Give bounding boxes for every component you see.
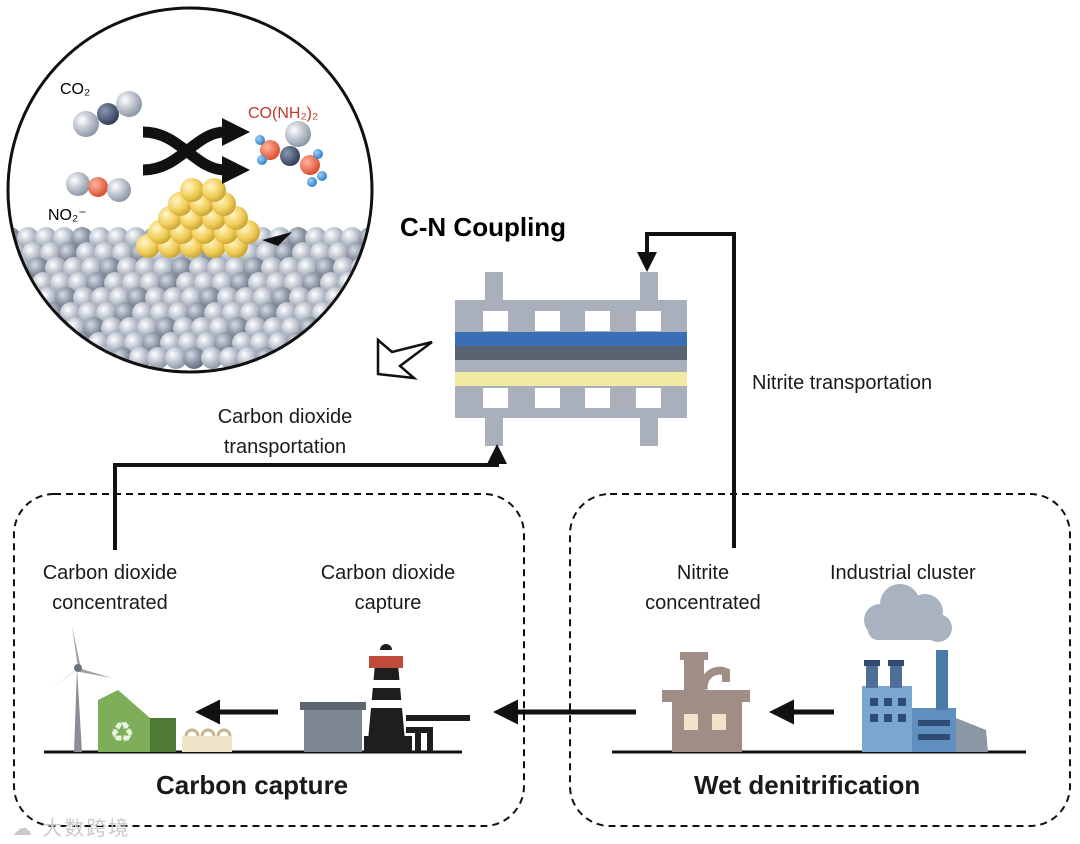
surface-atom [0, 332, 2, 354]
surface-atom [183, 347, 205, 369]
surface-atom [358, 332, 372, 354]
gold-atom [180, 178, 204, 202]
factory-icon [862, 650, 988, 752]
surface-atom [340, 332, 362, 354]
membrane-yellow-layer [455, 372, 687, 386]
co2-transport-label-line1: Carbon dioxide [217, 406, 353, 428]
gold-atom [202, 178, 226, 202]
surface-atom [47, 317, 69, 339]
surface-atom [291, 347, 313, 369]
surface-atom [16, 332, 38, 354]
surface-atom [8, 302, 10, 324]
surface-atom [330, 302, 352, 324]
surface-atom [52, 332, 74, 354]
surface-atom [343, 287, 365, 309]
surface-atom [327, 347, 349, 369]
co2-molecule [73, 91, 142, 137]
capture-tank-icon [300, 702, 366, 752]
watermark: ☁ 大数跨境 [12, 812, 130, 841]
surface-atom [304, 332, 326, 354]
surface-atom [34, 332, 56, 354]
surface-atom [147, 347, 169, 369]
co2-capture-line2: capture [354, 592, 422, 614]
coupling-arrows-icon [142, 118, 250, 184]
urea-label: CO(NH₂)₂ [248, 105, 318, 122]
co2-concentrated-label: Carbon dioxide concentrated [22, 558, 198, 618]
surface-atom [317, 317, 339, 339]
surface-atom [75, 347, 97, 369]
surface-atom [219, 347, 241, 369]
small-arrow-icon [262, 232, 292, 246]
surface-atom [24, 302, 46, 324]
co2-transport-label: Carbon dioxide transportation [190, 402, 380, 462]
surface-atom [8, 332, 20, 354]
wet-denitrification-title: Wet denitrification [694, 770, 921, 800]
co2-concentrated-line2: concentrated [52, 592, 168, 614]
surface-atom [11, 317, 33, 339]
surface-atom [21, 347, 43, 369]
surface-atom [369, 257, 372, 279]
carbon-capture-title: Carbon capture [156, 770, 349, 800]
co2-transport-label-line2: transportation [223, 436, 347, 458]
surface-atom [39, 347, 61, 369]
nitrite-concentrated-line2: concentrated [645, 592, 761, 614]
coupling-title: C-N Coupling [400, 212, 566, 242]
membrane-blue-layer [455, 332, 687, 346]
industrial-cluster-label: Industrial cluster [830, 562, 976, 584]
surface-atom [8, 347, 25, 369]
watermark-icon: ☁ [12, 816, 34, 840]
surface-atom [8, 302, 28, 324]
surface-atom [57, 347, 79, 369]
surface-atom [8, 272, 18, 294]
surface-atom [8, 317, 15, 339]
surface-atom [374, 272, 396, 294]
urea-molecule [255, 121, 327, 187]
wet-denitrification-box [569, 493, 1071, 827]
surface-atom [377, 227, 399, 249]
chimney-icon [364, 644, 470, 752]
electrolyzer-cell [455, 272, 687, 446]
surface-atom [348, 302, 370, 324]
recycling-plant-icon: ♻ [98, 690, 232, 752]
surface-atom [345, 347, 367, 369]
nitrite-transport-label: Nitrite transportation [752, 372, 933, 394]
nitrite-concentrated-label: Nitrite concentrated [628, 558, 778, 618]
co2-concentrated-line1: Carbon dioxide [42, 562, 178, 584]
surface-atom [361, 287, 372, 309]
co2-capture-label: Carbon dioxide capture [300, 558, 476, 618]
surface-atom [29, 317, 51, 339]
surface-atom [353, 317, 372, 339]
co2-transport-line [113, 444, 507, 550]
surface-atom [366, 302, 372, 324]
surface-atom [309, 347, 331, 369]
nitrite-transport-line [637, 232, 736, 548]
hollow-arrow-icon [376, 337, 433, 380]
carbon-capture-box [13, 493, 525, 827]
co2-label: CO₂ [60, 81, 90, 98]
co2-capture-line1: Carbon dioxide [320, 562, 456, 584]
surface-atom [0, 347, 7, 369]
membrane-dark-layer [455, 346, 687, 360]
recycle-icon: ♻ [109, 716, 134, 749]
no2-label: NO₂⁻ [48, 207, 87, 224]
surface-atom [382, 242, 404, 264]
surface-atom [0, 287, 5, 309]
cloud-icon [864, 584, 952, 642]
gold-cluster [136, 178, 260, 258]
surface-atom [8, 257, 13, 279]
surface-atom [335, 317, 357, 339]
watermark-text: 大数跨境 [42, 816, 131, 840]
surface-atom [356, 272, 372, 294]
surface-atom [165, 347, 187, 369]
wind-turbine-icon [50, 626, 112, 752]
surface-atom [364, 242, 372, 264]
surface-atom [8, 287, 23, 309]
catalyst-inset: CO₂ CO(NH₂)₂ NO₂⁻ [0, 6, 404, 374]
surface-atom [201, 347, 223, 369]
no2-molecule [66, 172, 131, 202]
surface-atom [322, 332, 344, 354]
denitrification-plant-icon [662, 652, 750, 752]
nitrite-concentrated-line1: Nitrite [676, 562, 730, 584]
